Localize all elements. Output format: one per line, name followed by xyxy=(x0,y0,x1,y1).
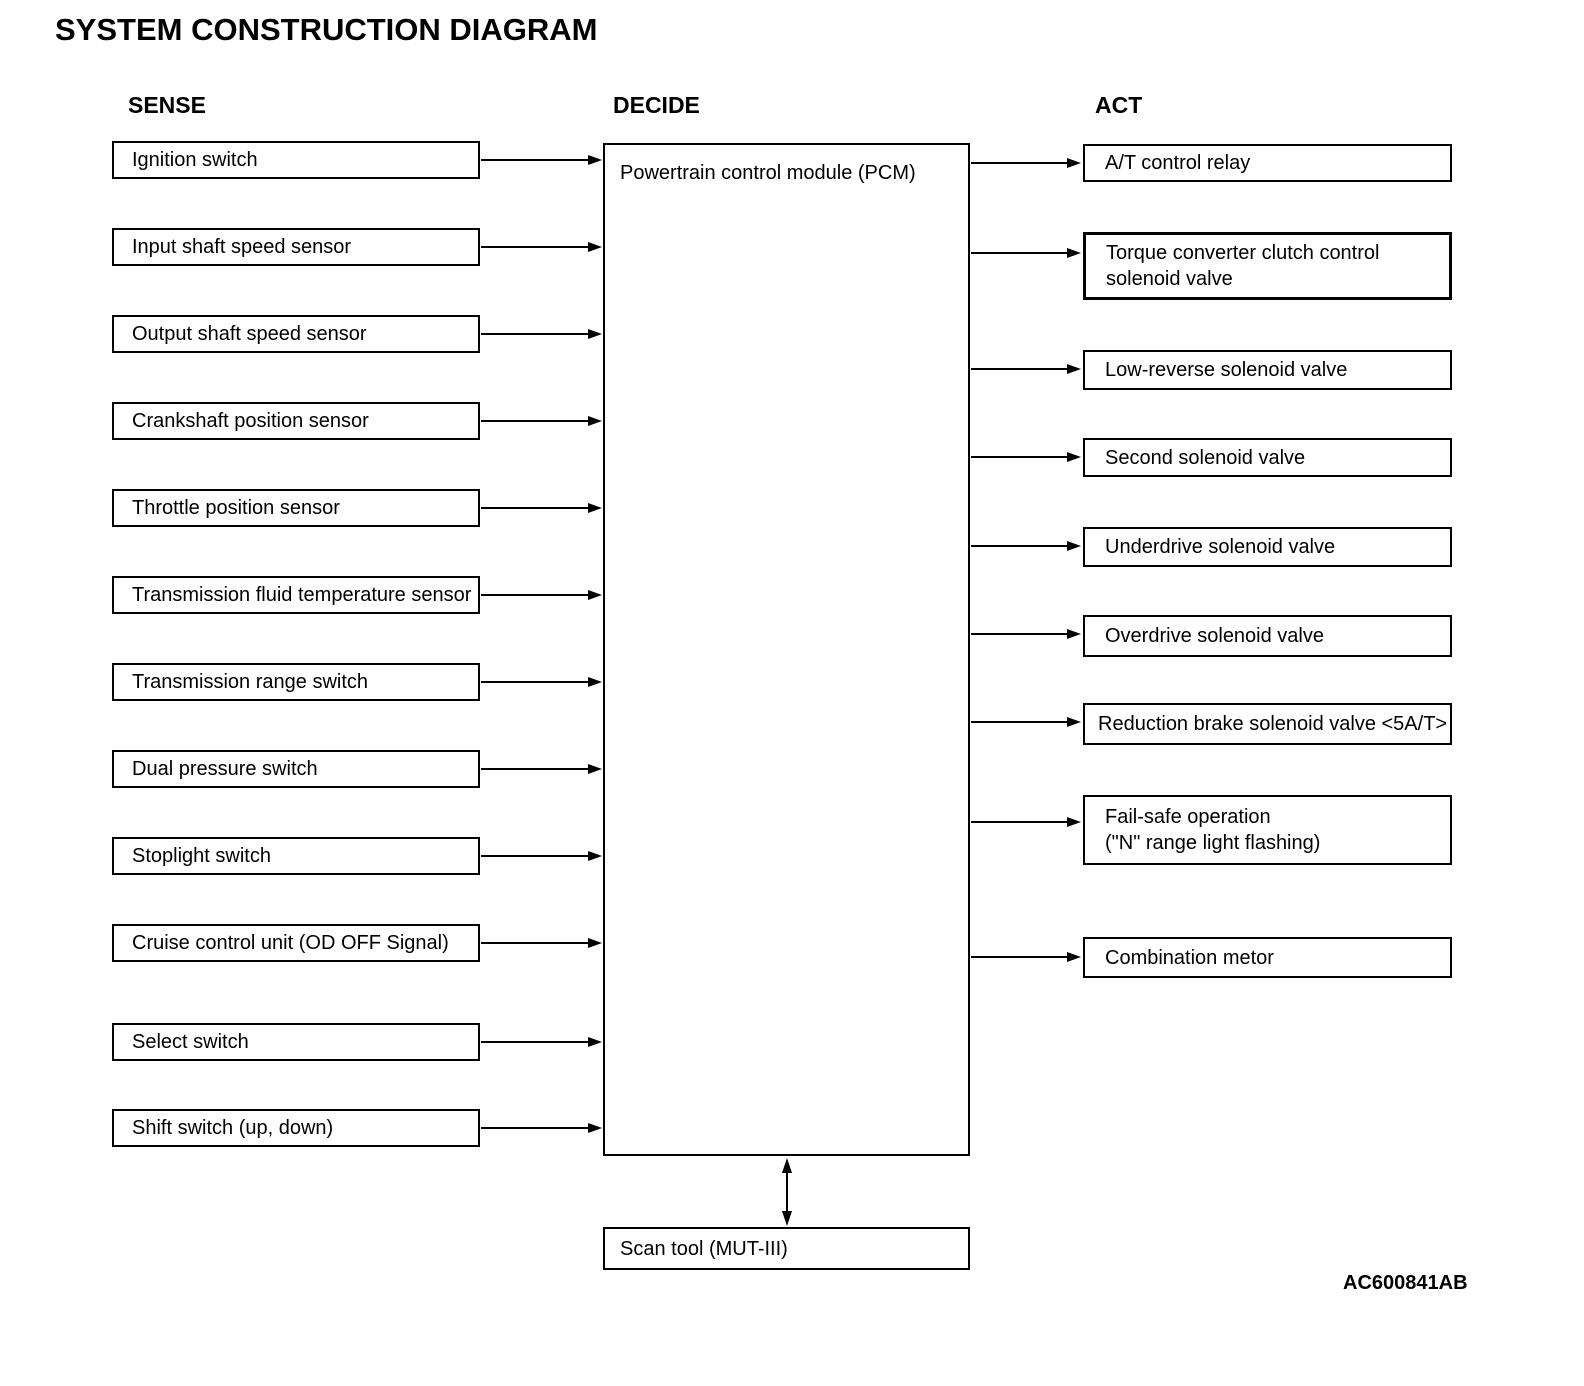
arrow-transmission-range-switch-to-pcm xyxy=(481,677,602,687)
sense-box-stoplight-switch: Stoplight switch xyxy=(112,837,480,875)
arrow-pcm-to-low-reverse-solenoid-valve xyxy=(971,364,1081,374)
arrow-stoplight-switch-to-pcm xyxy=(481,851,602,861)
sense-box-transmission-range-switch: Transmission range switch xyxy=(112,663,480,701)
act-box-label: Combination metor xyxy=(1105,946,1274,969)
arrow-input-shaft-speed-sensor-to-pcm xyxy=(481,242,602,252)
arrow-pcm-to-reduction-brake-solenoid-valve xyxy=(971,717,1081,727)
column-header-decide: DECIDE xyxy=(613,92,700,118)
figure-code: AC600841AB xyxy=(1343,1272,1468,1294)
arrow-pcm-to-second-solenoid-valve xyxy=(971,452,1081,462)
sense-box-label: Input shaft speed sensor xyxy=(132,236,352,258)
sense-box-label: Dual pressure switch xyxy=(132,758,318,780)
act-box-overdrive-solenoid-valve: Overdrive solenoid valve xyxy=(1083,615,1452,657)
act-box-at-control-relay: A/T control relay xyxy=(1083,144,1452,182)
act-box-label: Reduction brake solenoid valve <5A/T> xyxy=(1098,713,1448,735)
arrow-ignition-switch-to-pcm xyxy=(481,155,602,165)
arrow-cruise-control-unit-to-pcm xyxy=(481,938,602,948)
sense-box-transmission-fluid-temperature-sensor: Transmission fluid temperature sensor xyxy=(112,576,480,614)
sense-box-label: Crankshaft position sensor xyxy=(132,410,369,432)
sense-box-label: Output shaft speed sensor xyxy=(132,323,367,345)
sense-box-shift-switch: Shift switch (up, down) xyxy=(112,1109,480,1147)
act-box-label: Underdrive solenoid valve xyxy=(1105,536,1336,558)
arrow-pcm-to-overdrive-solenoid-valve xyxy=(971,629,1081,639)
act-box-label: Second solenoid valve xyxy=(1105,446,1306,469)
arrow-crankshaft-position-sensor-to-pcm xyxy=(481,416,602,426)
sense-box-crankshaft-position-sensor: Crankshaft position sensor xyxy=(112,402,480,440)
act-box-combination-meter: Combination metor xyxy=(1083,937,1452,978)
act-box-label: Torque converter clutch control solenoid… xyxy=(1106,242,1380,290)
column-header-sense: SENSE xyxy=(128,92,206,118)
sense-box-label: Stoplight switch xyxy=(132,845,271,867)
act-box-underdrive-solenoid-valve: Underdrive solenoid valve xyxy=(1083,527,1452,567)
act-box-fail-safe-operation: Fail-safe operation ("N" range light fla… xyxy=(1083,795,1452,865)
arrow-pcm-to-combination-meter xyxy=(971,952,1081,962)
arrow-pcm-to-fail-safe-operation xyxy=(971,817,1081,827)
sense-box-output-shaft-speed-sensor: Output shaft speed sensor xyxy=(112,315,480,353)
page-title: SYSTEM CONSTRUCTION DIAGRAM xyxy=(55,12,598,47)
arrow-select-switch-to-pcm xyxy=(481,1037,602,1047)
sense-box-label: Cruise control unit (OD OFF Signal) xyxy=(132,932,449,954)
arrow-pcm-to-underdrive-solenoid-valve xyxy=(971,541,1081,551)
sense-box-label: Shift switch (up, down) xyxy=(132,1117,334,1139)
sense-box-label: Transmission range switch xyxy=(132,671,369,693)
sense-box-label: Throttle position sensor xyxy=(132,497,340,519)
act-box-label: Fail-safe operation ("N" range light fla… xyxy=(1105,806,1321,854)
column-header-act: ACT xyxy=(1095,92,1143,118)
act-box-label: Overdrive solenoid valve xyxy=(1105,625,1324,647)
sense-box-dual-pressure-switch: Dual pressure switch xyxy=(112,750,480,788)
act-box-second-solenoid-valve: Second solenoid valve xyxy=(1083,438,1452,477)
act-box-label: A/T control relay xyxy=(1105,152,1251,174)
arrow-shift-switch-to-pcm xyxy=(481,1123,602,1133)
arrow-throttle-position-sensor-to-pcm xyxy=(481,503,602,513)
scan-tool-box: Scan tool (MUT-III) xyxy=(603,1227,970,1270)
arrow-pcm-to-at-control-relay xyxy=(971,158,1081,168)
act-box-label: Low-reverse solenoid valve xyxy=(1105,359,1348,381)
arrow-pcm-scan-tool-bidirectional xyxy=(782,1158,792,1226)
arrow-dual-pressure-switch-to-pcm xyxy=(481,764,602,774)
sense-box-label: Select switch xyxy=(132,1031,249,1053)
scan-tool-box-label: Scan tool (MUT-III) xyxy=(620,1237,788,1260)
sense-box-select-switch: Select switch xyxy=(112,1023,480,1061)
arrow-transmission-fluid-temperature-sensor-to-pcm xyxy=(481,590,602,600)
arrow-output-shaft-speed-sensor-to-pcm xyxy=(481,329,602,339)
sense-box-ignition-switch: Ignition switch xyxy=(112,141,480,179)
sense-box-input-shaft-speed-sensor: Input shaft speed sensor xyxy=(112,228,480,266)
act-box-low-reverse-solenoid-valve: Low-reverse solenoid valve xyxy=(1083,350,1452,390)
sense-box-throttle-position-sensor: Throttle position sensor xyxy=(112,489,480,527)
sense-box-cruise-control-unit: Cruise control unit (OD OFF Signal) xyxy=(112,924,480,962)
pcm-box: Powertrain control module (PCM) xyxy=(603,143,970,1156)
act-box-torque-converter-clutch-control-solenoid-valve: Torque converter clutch control solenoid… xyxy=(1083,232,1452,300)
sense-box-label: Transmission fluid temperature sensor xyxy=(132,584,472,606)
arrow-pcm-to-torque-converter-clutch-control-solenoid-valve xyxy=(971,248,1081,258)
sense-box-label: Ignition switch xyxy=(132,149,258,171)
pcm-box-label: Powertrain control module (PCM) xyxy=(620,162,916,184)
act-box-reduction-brake-solenoid-valve: Reduction brake solenoid valve <5A/T> xyxy=(1083,703,1452,745)
